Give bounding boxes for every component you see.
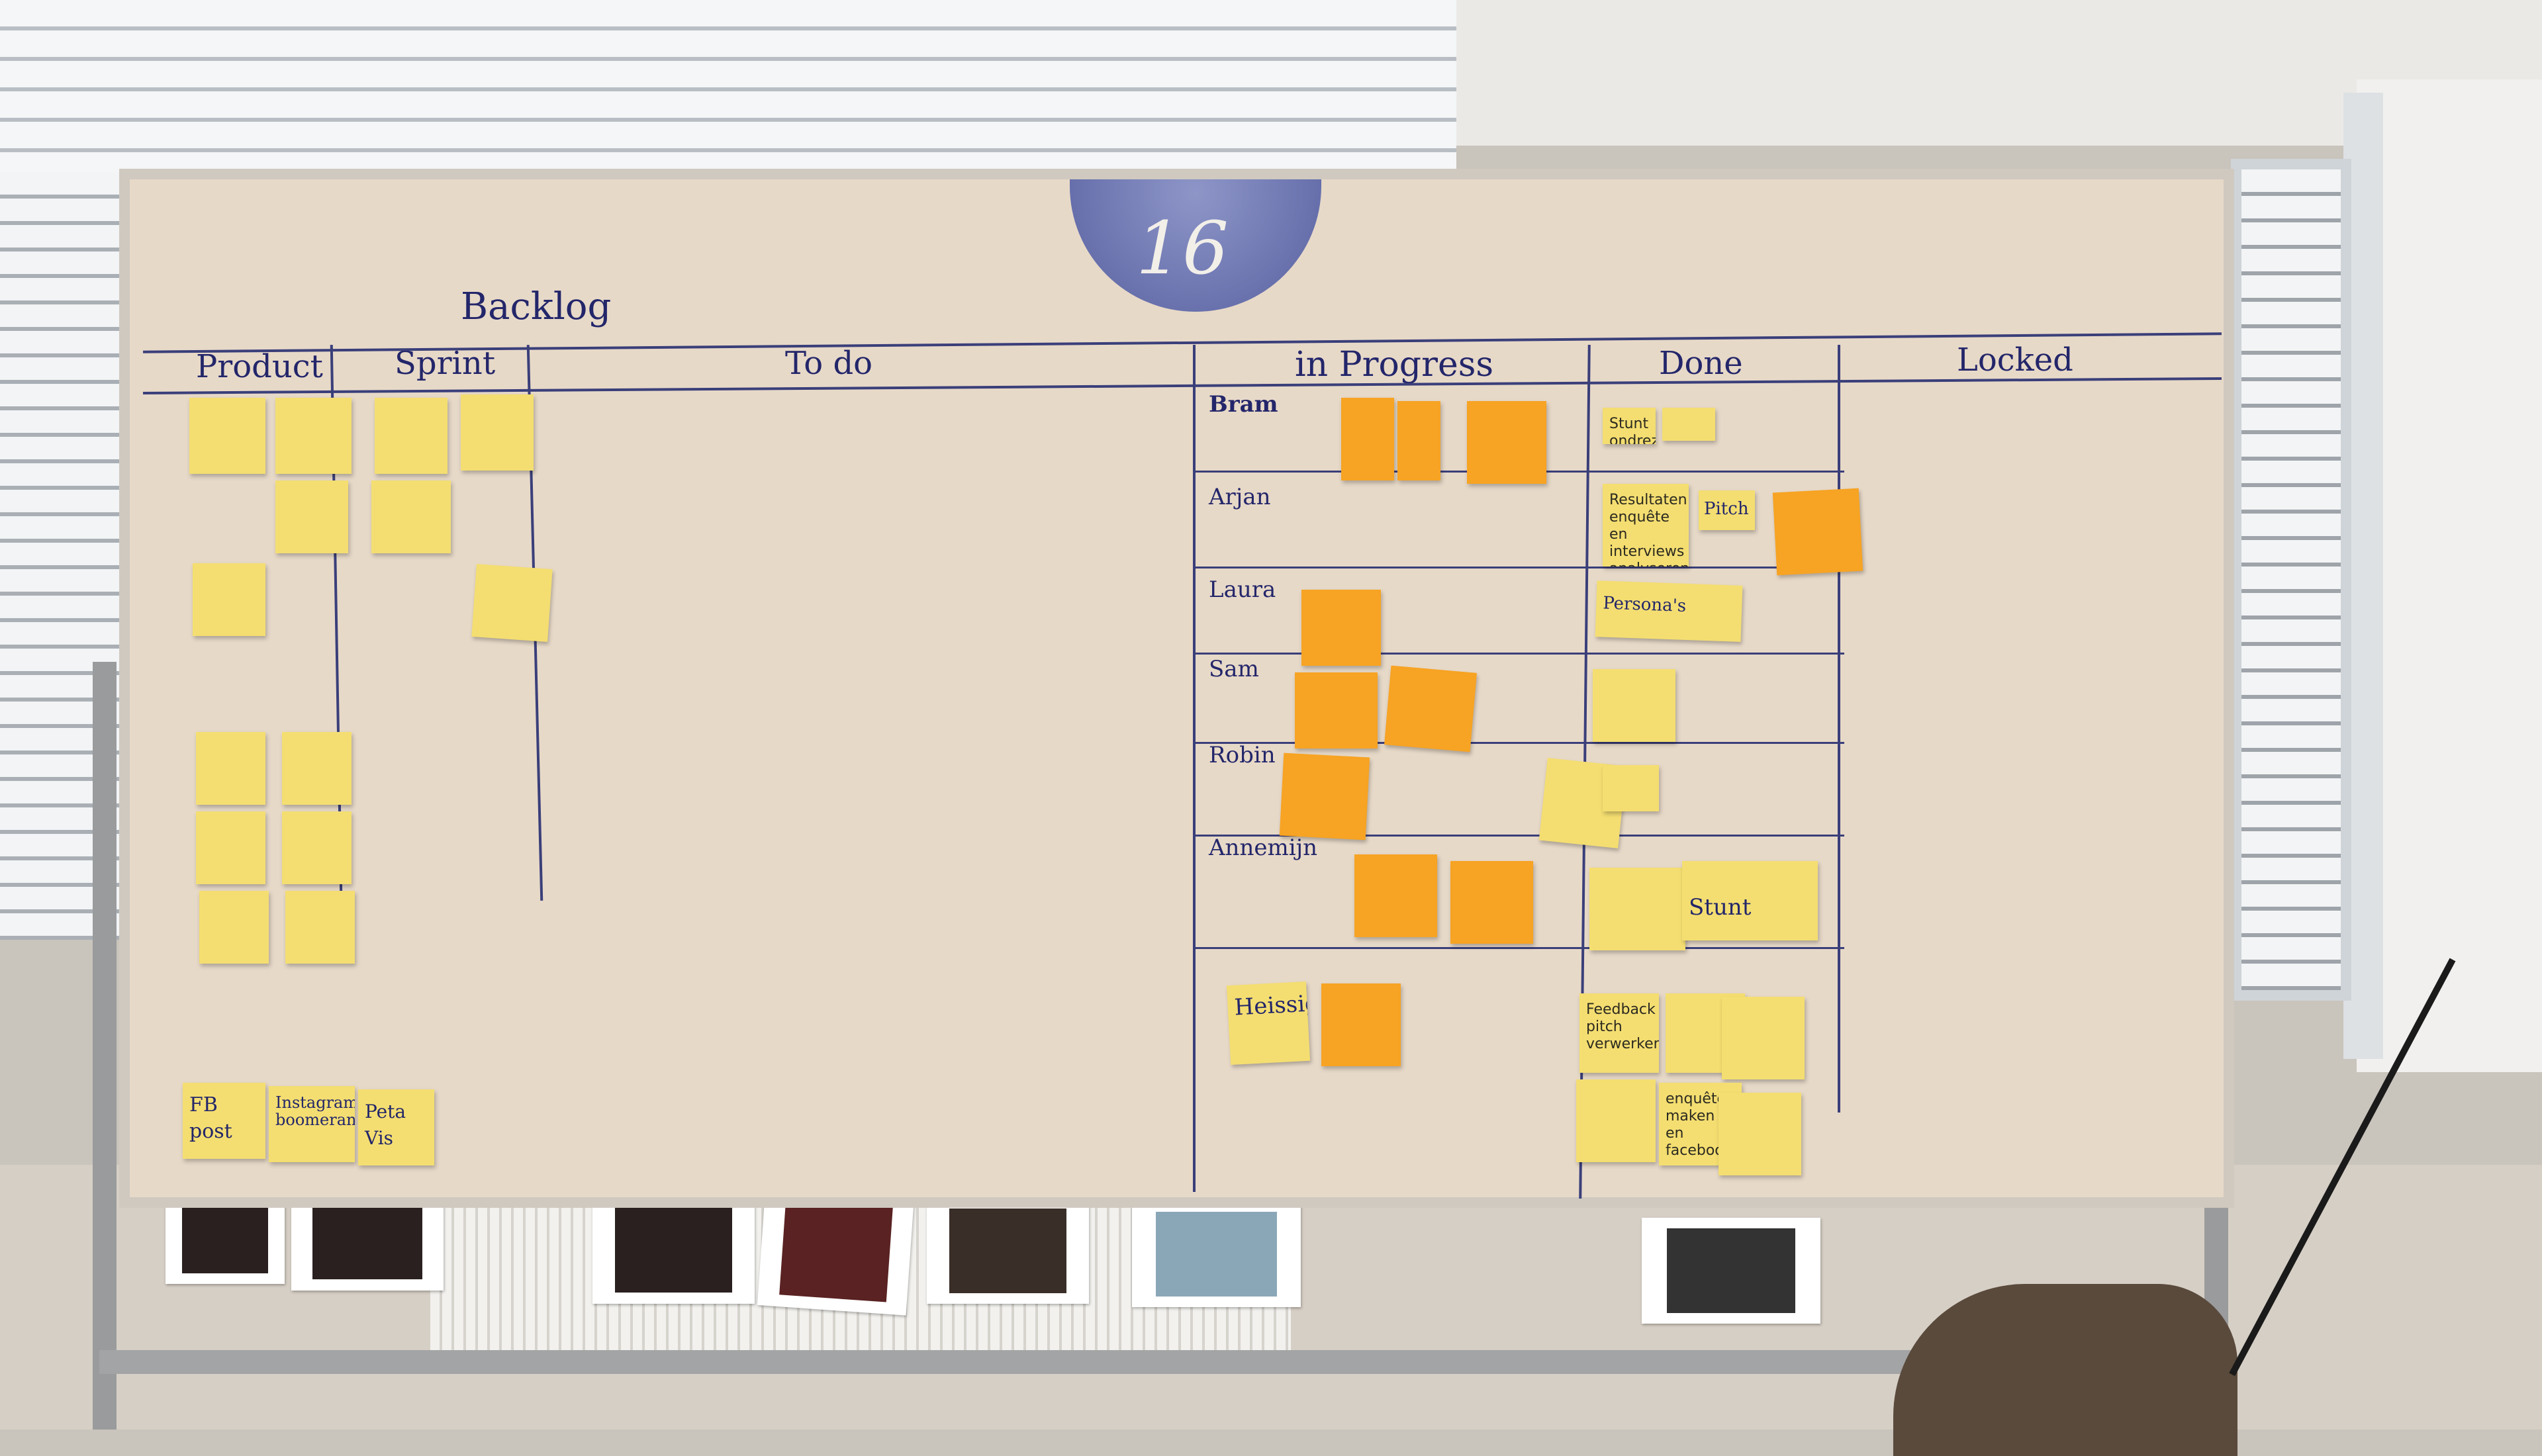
sticky-note[interactable] xyxy=(275,480,348,553)
sticky-note[interactable] xyxy=(1467,401,1546,484)
lane-line xyxy=(1196,835,1844,837)
person-bram: Bram xyxy=(1209,391,1278,418)
sticky-note-stunt-2[interactable]: Stunt xyxy=(1682,861,1818,940)
sticky-note[interactable] xyxy=(196,732,265,805)
sticky-note[interactable] xyxy=(1722,997,1805,1079)
lane-line xyxy=(1196,742,1844,744)
column-sprint: Sprint xyxy=(395,345,496,382)
sticky-note-stunt[interactable]: Stunt ondrez xyxy=(1603,408,1656,444)
sticky-note-feedback-pitch[interactable]: Feedback pitch verwerken xyxy=(1579,993,1659,1073)
sticky-note-personas[interactable]: Persona's xyxy=(1595,580,1743,642)
column-done: Done xyxy=(1659,345,1743,382)
header-line-top xyxy=(143,332,2222,353)
sticky-note[interactable] xyxy=(282,732,352,805)
board-stand-left xyxy=(93,662,117,1430)
sticky-note[interactable] xyxy=(1450,861,1533,944)
sticky-note-resultaten[interactable]: Resultaten enquête en interviews analyse… xyxy=(1603,484,1689,567)
team-logo-number: 16 xyxy=(1136,206,1229,291)
sticky-note[interactable] xyxy=(371,480,451,553)
sticky-note[interactable] xyxy=(1772,488,1863,576)
sticky-note[interactable] xyxy=(199,891,269,964)
sticky-note-peta-vis[interactable]: Peta Vis xyxy=(358,1089,434,1165)
sticky-note-pitch[interactable]: Pitch xyxy=(1699,490,1755,530)
lane-line xyxy=(1196,653,1844,655)
poster xyxy=(1132,1201,1301,1307)
sticky-note-instagram[interactable]: Instagram boomerang xyxy=(269,1086,355,1162)
sticky-note[interactable] xyxy=(461,394,534,471)
window-blinds-left xyxy=(0,0,1456,172)
sticky-note[interactable] xyxy=(1603,765,1659,811)
sticky-note[interactable] xyxy=(1341,398,1394,480)
sticky-note[interactable] xyxy=(285,891,355,964)
sticky-note-fb-post[interactable]: FB post xyxy=(183,1083,265,1159)
person-arjan: Arjan xyxy=(1209,484,1271,510)
column-in-progress: in Progress xyxy=(1295,345,1494,385)
person-sam: Sam xyxy=(1209,656,1259,682)
sticky-note[interactable] xyxy=(1662,408,1715,441)
divider-todo-progress xyxy=(1193,345,1196,1192)
person-laura: Laura xyxy=(1209,576,1276,603)
sticky-note[interactable] xyxy=(1279,752,1370,841)
board-stand-bar xyxy=(99,1350,2218,1374)
sticky-note[interactable] xyxy=(375,398,447,474)
sticky-note[interactable] xyxy=(196,811,265,884)
column-todo: To do xyxy=(785,345,873,382)
window-blinds-right xyxy=(2231,159,2351,1001)
sticky-note[interactable] xyxy=(1384,665,1477,752)
lane-line xyxy=(1196,947,1844,949)
sticky-note[interactable] xyxy=(1301,590,1381,666)
wall-right xyxy=(2357,79,2542,1072)
divider-done-locked xyxy=(1838,345,1840,1113)
person-annemijn: Annemijn xyxy=(1209,835,1318,861)
sticky-note[interactable] xyxy=(1593,669,1675,742)
sticky-note[interactable] xyxy=(1589,868,1685,950)
backlog-heading: Backlog xyxy=(461,285,612,328)
sticky-note[interactable] xyxy=(1718,1093,1801,1175)
lane-line xyxy=(1196,567,1844,569)
sticky-note[interactable] xyxy=(282,811,352,884)
chair xyxy=(1893,1284,2237,1456)
poster xyxy=(927,1198,1089,1304)
column-locked: Locked xyxy=(1957,341,2073,379)
sticky-note[interactable] xyxy=(1295,672,1378,749)
sticky-note[interactable] xyxy=(1397,401,1440,480)
sticky-note[interactable] xyxy=(1576,1079,1656,1162)
sticky-note-heissigt[interactable]: Heissigt xyxy=(1226,981,1311,1066)
poster xyxy=(592,1191,755,1304)
whiteboard: 16 Backlog Product Sprint To do in Progr… xyxy=(119,169,2234,1208)
sticky-note[interactable] xyxy=(193,563,265,636)
sticky-note[interactable] xyxy=(189,398,265,474)
column-product: Product xyxy=(196,348,323,385)
sticky-note[interactable] xyxy=(275,398,352,474)
sticky-note[interactable] xyxy=(471,564,553,642)
poster xyxy=(1642,1218,1820,1324)
person-robin: Robin xyxy=(1209,742,1276,768)
sticky-note[interactable] xyxy=(1354,854,1437,937)
sticky-note[interactable] xyxy=(1321,983,1401,1066)
